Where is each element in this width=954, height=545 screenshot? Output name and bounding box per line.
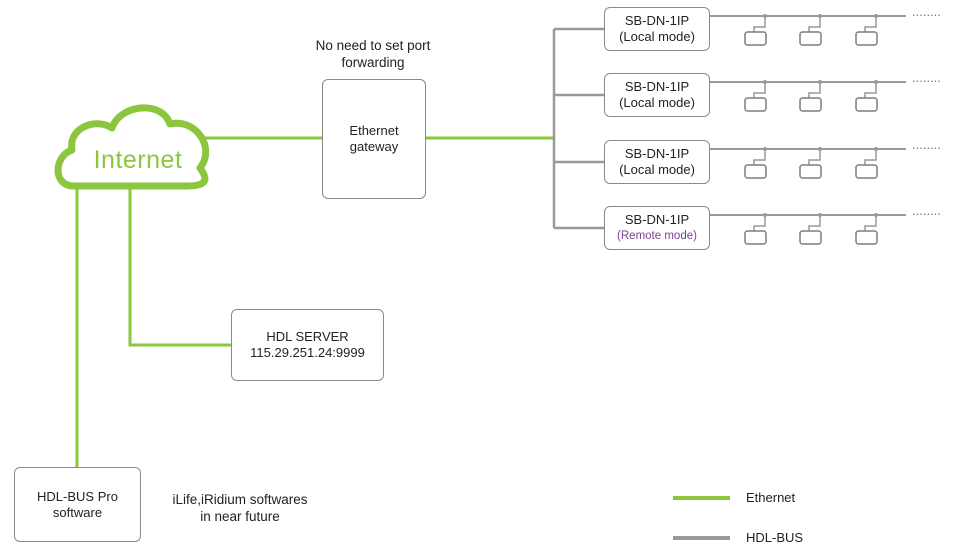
bus-device-icon [799, 97, 822, 112]
module-box-4: SB-DN-1IP (Remote mode) [604, 206, 710, 250]
module-name-2: SB-DN-1IP [624, 79, 690, 94]
bus-continuation-3: ........ [912, 137, 941, 152]
bus-drop-line [864, 82, 877, 98]
module-mode-4: (Remote mode) [617, 230, 697, 242]
bus-continuation-2: ........ [912, 70, 941, 85]
gateway-label-line2: gateway [349, 139, 399, 154]
software-label-line1: HDL-BUS Pro [37, 488, 118, 504]
future-note-line1: iLife,iRidium softwares [172, 492, 308, 507]
bus-drop-line [808, 215, 821, 231]
bus-drop-line [864, 149, 877, 165]
bus-device-icon [855, 31, 878, 46]
bus-drop-line [808, 82, 821, 98]
bus-continuation-4: ........ [912, 203, 941, 218]
bus-device-icon [799, 230, 822, 245]
bus-drop-line [864, 215, 877, 231]
ethernet-lines [75, 136, 730, 500]
server-label-line1: HDL SERVER [266, 329, 349, 344]
module-box-2: SB-DN-1IP (Local mode) [604, 73, 710, 117]
internet-cloud-icon [54, 104, 210, 190]
bus-device-rows [710, 14, 906, 245]
bus-drop-line [808, 149, 821, 165]
bus-drop-line [753, 82, 766, 98]
bus-continuation-1: ........ [912, 4, 941, 19]
bus-device-icon [744, 97, 767, 112]
module-name-3: SB-DN-1IP [624, 146, 690, 161]
module-box-1: SB-DN-1IP (Local mode) [604, 7, 710, 51]
ethernet-gateway-box: Ethernet gateway [322, 79, 426, 199]
bus-device-icon [744, 230, 767, 245]
bus-drop-line [753, 215, 766, 231]
legend-bus-label: HDL-BUS [746, 530, 804, 545]
software-label-line2: software [52, 504, 103, 520]
hdl-server-box: HDL SERVER 115.29.251.24:9999 [231, 309, 384, 381]
ethernet-line-cloud-server [128, 186, 232, 347]
module-box-3: SB-DN-1IP (Local mode) [604, 140, 710, 184]
bus-drop-line [753, 16, 766, 32]
module-mode-2: (Local mode) [619, 95, 695, 110]
port-forwarding-note: No need to set port forwarding [315, 38, 431, 70]
internet-label: Internet [93, 146, 183, 174]
module-mode-1: (Local mode) [619, 29, 695, 44]
module-mode-3: (Local mode) [619, 162, 695, 177]
server-label-line2: 115.29.251.24:9999 [250, 345, 365, 360]
future-software-note: iLife,iRidium softwares in near future [150, 491, 330, 525]
bus-device-icon [855, 164, 878, 179]
future-note-line2: in near future [200, 509, 280, 524]
bus-drop-line [808, 16, 821, 32]
bus-drop-line [864, 16, 877, 32]
module-name-1: SB-DN-1IP [624, 13, 690, 28]
bus-device-icon [855, 230, 878, 245]
bus-drop-line [753, 149, 766, 165]
legend-ethernet-label: Ethernet [746, 490, 796, 505]
bus-device-icon [855, 97, 878, 112]
bus-device-icon [744, 31, 767, 46]
bus-lines [552, 27, 730, 540]
bus-device-icon [744, 164, 767, 179]
gateway-label-line1: Ethernet [349, 123, 399, 138]
module-name-4: SB-DN-1IP [624, 212, 690, 227]
bus-device-icon [799, 31, 822, 46]
bus-device-icon [799, 164, 822, 179]
hdl-bus-pro-software-box: HDL-BUS Pro software [14, 467, 141, 542]
